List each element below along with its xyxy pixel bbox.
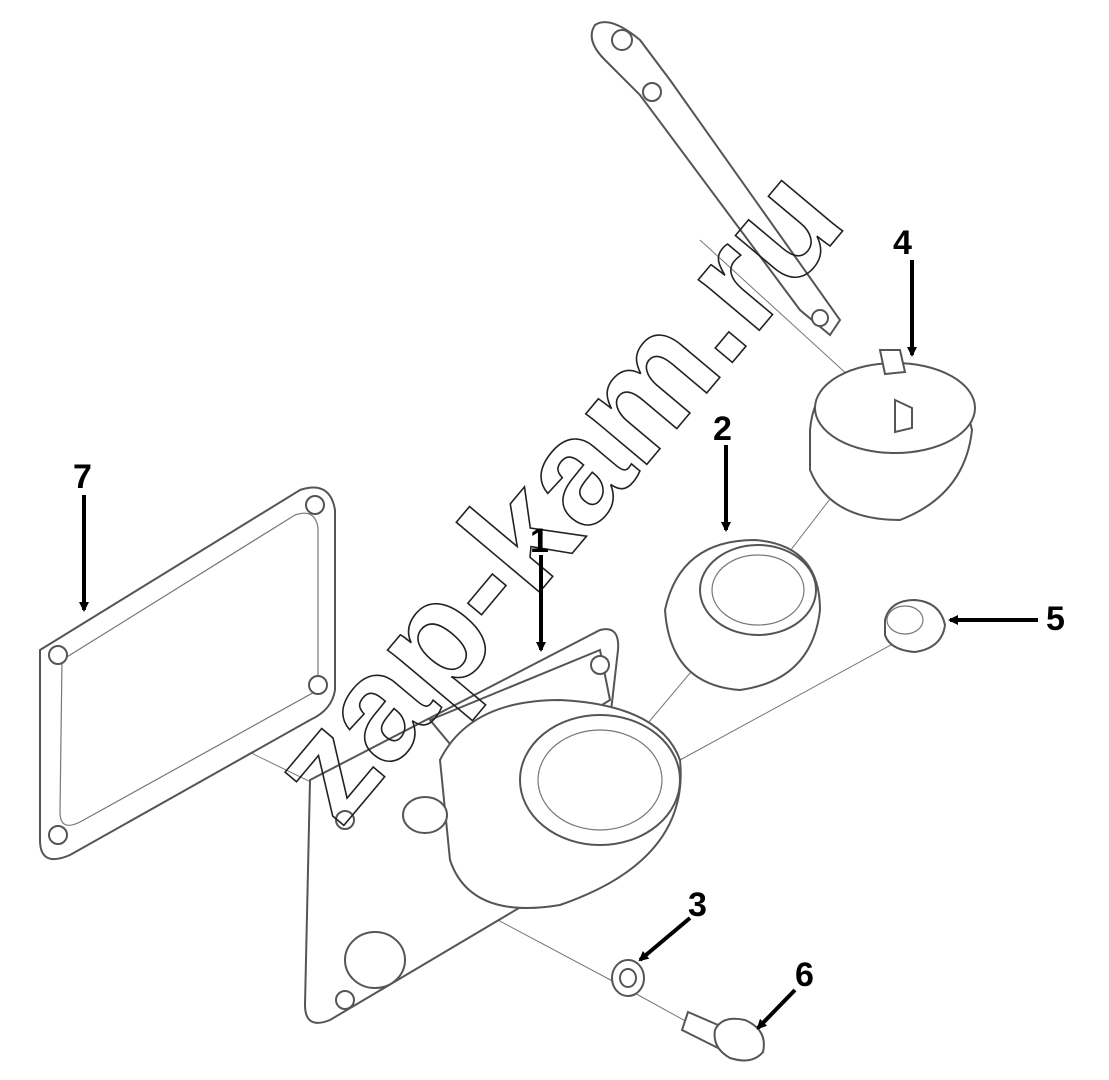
callout-5: 5 (1046, 600, 1065, 638)
washer-part-3 (611, 959, 645, 997)
callout-3: 3 (688, 886, 707, 924)
callout-arrows (79, 260, 1038, 1030)
plug-part-5 (884, 598, 947, 654)
callout-2: 2 (713, 410, 732, 448)
callout-7: 7 (73, 458, 92, 496)
callout-labels: 7 1 2 4 5 3 6 (73, 224, 1065, 994)
bolt-part-6 (680, 1010, 765, 1062)
callout-1: 1 (530, 522, 549, 560)
callout-4: 4 (893, 224, 912, 262)
gasket-part-7 (39, 486, 336, 860)
housing-part-1 (303, 628, 682, 1024)
ring-part-2 (663, 538, 822, 692)
cap-with-strap-part-4 (590, 21, 976, 522)
callout-6: 6 (795, 956, 814, 994)
